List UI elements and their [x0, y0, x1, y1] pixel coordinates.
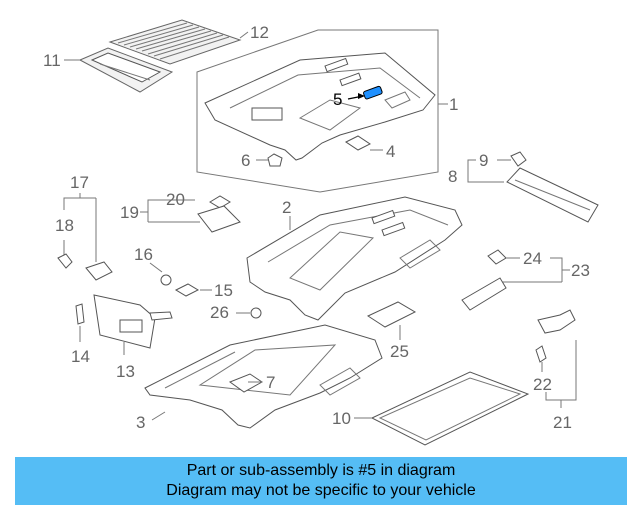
- part-1-headliner: [204, 52, 436, 161]
- parts-diagram: 12 11 1 5 4 6 9 8: [43, 19, 599, 446]
- callout-4: 4: [386, 142, 395, 161]
- part-24: [487, 249, 507, 265]
- part-18-clip: [57, 253, 73, 269]
- part-25: [366, 301, 417, 328]
- banner-line-1: Part or sub-assembly is #5 in diagram: [186, 462, 456, 479]
- callout-16: 16: [134, 245, 153, 264]
- part-4: [345, 135, 371, 151]
- callout-19: 19: [120, 203, 139, 222]
- part-22-screw: [535, 345, 547, 363]
- part-3-headliner: [144, 324, 383, 429]
- part-9: [510, 151, 527, 167]
- callout-20: 20: [166, 190, 185, 209]
- callout-24: 24: [523, 249, 542, 268]
- callout-14: 14: [71, 347, 90, 366]
- callout-11: 11: [43, 51, 61, 70]
- callout-22: 22: [533, 375, 552, 394]
- callout-8: 8: [448, 167, 457, 186]
- part-26-clip: [250, 307, 262, 319]
- part-13-sunvisor: [93, 294, 173, 349]
- part-14-screw: [75, 303, 85, 325]
- part-12-shade: [108, 19, 242, 65]
- callout-10: 10: [332, 409, 351, 428]
- callout-25: 25: [390, 342, 409, 361]
- info-banner: Part or sub-assembly is #5 in diagram Di…: [15, 457, 627, 505]
- part-11-frame: [78, 47, 174, 93]
- callout-13: 13: [116, 362, 135, 381]
- group-box-1: [196, 29, 439, 193]
- part-16-screw: [160, 274, 172, 286]
- callout-26: 26: [210, 303, 229, 322]
- part-20-bulb: [209, 195, 231, 209]
- part-15-clip: [174, 283, 200, 297]
- callout-18: 18: [55, 216, 74, 235]
- callout-21: 21: [553, 413, 572, 432]
- part-21-handle: [537, 309, 576, 334]
- callout-15: 15: [214, 281, 233, 300]
- callout-2: 2: [282, 198, 291, 217]
- part-23-bracket: [461, 277, 507, 311]
- callout-6: 6: [241, 151, 250, 170]
- part-6: [267, 153, 283, 167]
- callout-9: 9: [479, 151, 488, 170]
- callout-5: 5: [333, 90, 342, 109]
- part-17-holder: [85, 261, 113, 281]
- part-19-lamp: [197, 205, 241, 233]
- callout-7: 7: [266, 373, 275, 392]
- callout-23: 23: [571, 261, 590, 280]
- part-2-headliner: [246, 196, 463, 321]
- callout-17: 17: [70, 173, 89, 192]
- callout-12: 12: [250, 23, 269, 42]
- banner-line-2: Diagram may not be specific to your vehi…: [166, 482, 476, 499]
- callout-3: 3: [136, 413, 145, 432]
- part-10-seal: [370, 371, 530, 446]
- callout-1: 1: [449, 95, 458, 114]
